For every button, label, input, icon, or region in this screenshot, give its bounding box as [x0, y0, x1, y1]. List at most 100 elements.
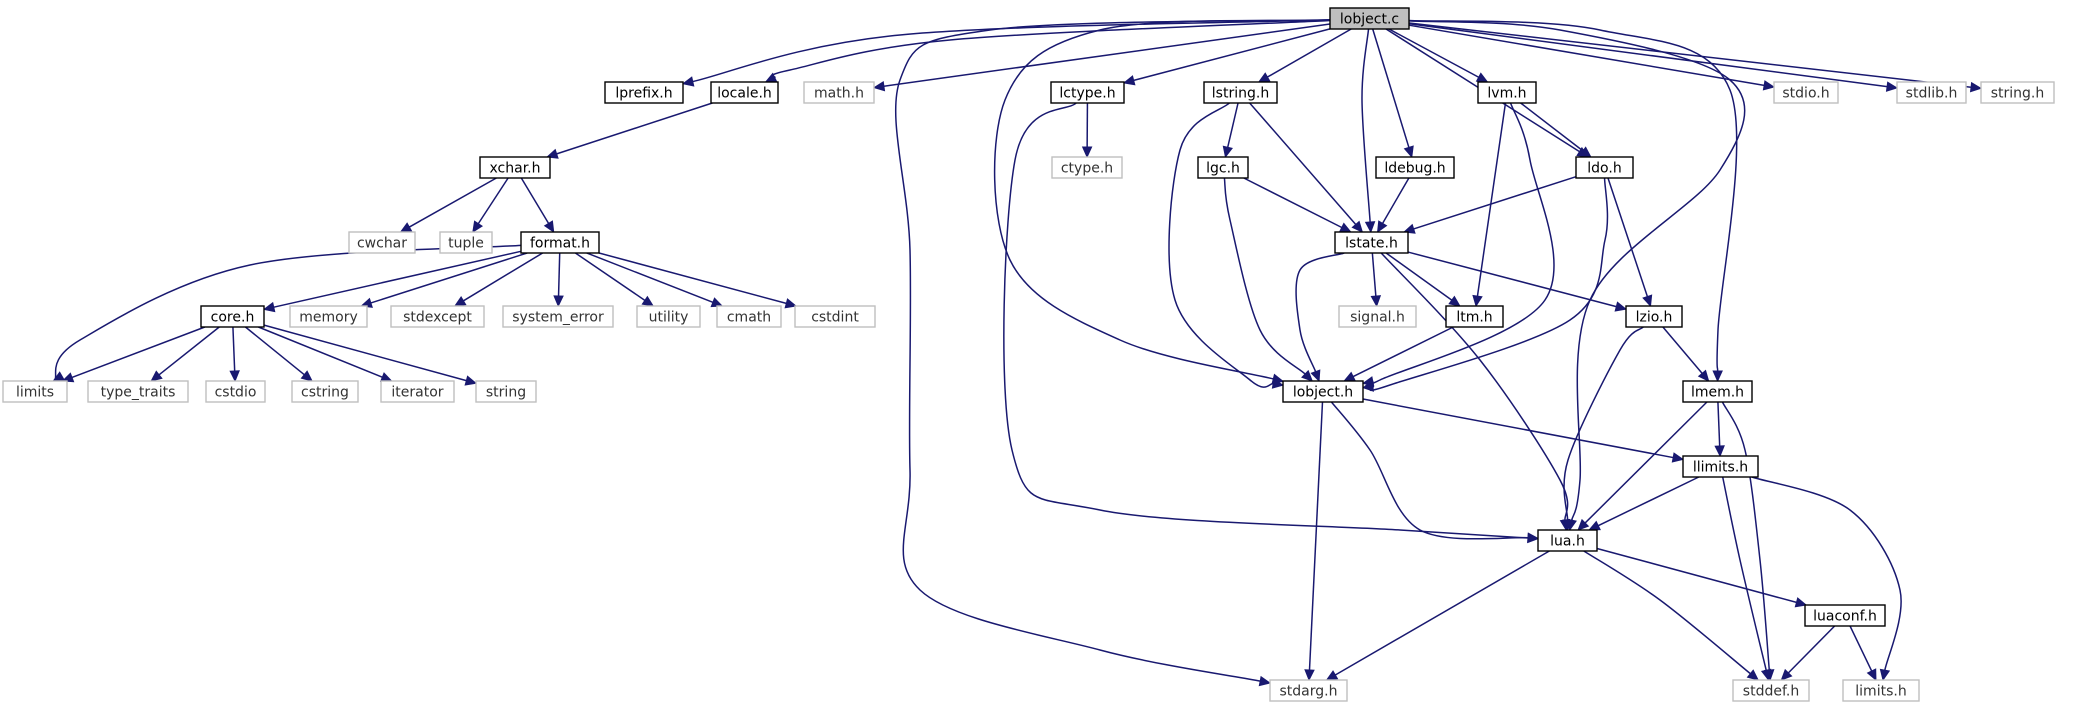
node-llimits-h[interactable]: llimits.h: [1682, 455, 1759, 478]
node-lmem-h[interactable]: lmem.h: [1682, 380, 1753, 403]
edge-lvm-h-to-ltm-h: [1472, 102, 1507, 308]
edge-lobject-c-to-lmem-h: [1408, 19, 1738, 383]
node-label: core.h: [211, 310, 255, 326]
edge-line: [1520, 102, 1584, 152]
node-box: [1477, 81, 1537, 104]
arrowhead-icon: [764, 72, 778, 83]
edge-line: [1408, 22, 1888, 88]
edge-line: [1133, 28, 1331, 82]
edge-lobject-c-to-lstate-h: [1361, 28, 1376, 234]
node-lobject-h[interactable]: lobject.h: [1282, 380, 1364, 403]
node-label: xchar.h: [490, 161, 541, 177]
node-label: lmem.h: [1691, 385, 1744, 401]
edge-line: [1717, 401, 1721, 447]
node-label: ctype.h: [1061, 161, 1113, 177]
edge-lobject-c-to-stdarg-h: [894, 18, 1331, 687]
node-lstring-h[interactable]: lstring.h: [1203, 81, 1278, 104]
node-lgc-h[interactable]: lgc.h: [1197, 156, 1249, 179]
arrowhead-icon: [464, 375, 478, 386]
edge-xchar-h-to-tuple: [472, 177, 509, 234]
node-box: [291, 380, 359, 403]
node-box: [1537, 529, 1598, 552]
edge-lua-h-to-luaconf-h: [1596, 547, 1808, 608]
node-xchar-h[interactable]: xchar.h: [479, 156, 551, 179]
edge-line: [1849, 625, 1873, 672]
arrowhead-icon: [300, 370, 313, 382]
node-lobject-c[interactable]: lobject.c: [1329, 7, 1410, 30]
edge-line: [1584, 401, 1708, 524]
arrowhead-icon: [543, 220, 555, 234]
edge-line: [1371, 252, 1377, 297]
node-cwchar: cwchar: [348, 231, 416, 254]
node-box: [289, 305, 368, 328]
node-box: [1334, 231, 1409, 254]
node-ctype-h: ctype.h: [1051, 156, 1123, 179]
edge-line: [1380, 252, 1569, 521]
node-lprefix-h[interactable]: lprefix.h: [604, 81, 684, 104]
node-label: lstring.h: [1212, 86, 1269, 102]
node-luaconf-h[interactable]: luaconf.h: [1804, 604, 1886, 627]
node-format-h[interactable]: format.h: [520, 231, 600, 254]
node-locale-h[interactable]: locale.h: [710, 81, 779, 104]
node-core-h[interactable]: core.h: [200, 305, 265, 328]
arrowhead-icon: [1746, 669, 1760, 681]
node-box: [1896, 81, 1967, 104]
node-label: cstdio: [215, 385, 257, 401]
edge-lobject-c-to-lprefix-h: [681, 19, 1331, 87]
node-label: stdarg.h: [1280, 684, 1338, 700]
node-label: ldebug.h: [1384, 161, 1445, 177]
node-label: system_error: [512, 310, 604, 326]
node-lstate-h[interactable]: lstate.h: [1334, 231, 1409, 254]
edge-lobject-h-to-llimits-h: [1362, 398, 1685, 463]
node-ldo-h[interactable]: ldo.h: [1575, 156, 1634, 179]
node-box: [636, 305, 701, 328]
edge-lgc-h-to-lstate-h: [1243, 177, 1352, 233]
node-label: stddef.h: [1743, 684, 1799, 700]
node-label: format.h: [530, 236, 590, 252]
node-label: lzio.h: [1636, 310, 1673, 326]
edge-ldebug-h-to-lstate-h: [1376, 177, 1410, 234]
node-label: string: [486, 385, 526, 401]
arrowhead-icon: [1325, 670, 1339, 681]
node-label: string.h: [1991, 86, 2045, 102]
node-system-error: system_error: [502, 305, 614, 328]
edge-lstring-h-to-lstate-h: [1249, 102, 1364, 233]
arrowhead-icon: [1577, 518, 1590, 531]
node-lctype-h[interactable]: lctype.h: [1050, 81, 1125, 104]
arrowhead-icon: [1475, 72, 1489, 83]
arrowhead-icon: [872, 80, 886, 92]
edge-ldo-h-to-lzio-h: [1607, 177, 1653, 308]
node-lzio-h[interactable]: lzio.h: [1625, 305, 1683, 328]
edge-line: [520, 177, 550, 224]
edge-line: [1226, 102, 1239, 148]
edge-lobject-c-to-lua-h: [1408, 20, 1746, 532]
node-box: [1842, 679, 1920, 702]
arrowhead-icon: [1257, 72, 1271, 83]
arrowhead-icon: [1472, 294, 1483, 308]
edge-line: [692, 19, 1331, 83]
edge-core-h-to-cstdio: [229, 326, 240, 383]
node-math-h: math.h: [803, 81, 875, 104]
edge-line: [1295, 252, 1345, 372]
node-label: memory: [299, 310, 358, 326]
edge-lstate-h-to-lzio-h: [1407, 251, 1628, 312]
node-iterator: iterator: [380, 380, 455, 403]
node-ltm-h[interactable]: ltm.h: [1445, 305, 1504, 328]
node-memory: memory: [289, 305, 368, 328]
node-limits: limits: [2, 380, 68, 403]
edge-lua-h-to-stddef-h: [1583, 550, 1760, 681]
node-ldebug-h[interactable]: ldebug.h: [1375, 156, 1455, 179]
node-box: [200, 305, 265, 328]
edge-lobject-c-to-stdio-h: [1408, 24, 1776, 91]
edge-line: [477, 177, 509, 225]
edge-line: [1751, 476, 1902, 671]
edge-lctype-h-to-ctype-h: [1081, 102, 1093, 159]
edge-line: [232, 326, 236, 372]
node-label: ltm.h: [1456, 310, 1492, 326]
edge-lstate-h-to-lua-h: [1380, 252, 1571, 532]
edge-line: [586, 252, 714, 304]
node-lua-h[interactable]: lua.h: [1537, 529, 1598, 552]
node-lvm-h[interactable]: lvm.h: [1477, 81, 1537, 104]
edge-line: [1596, 547, 1797, 604]
node-cstring: cstring: [291, 380, 359, 403]
